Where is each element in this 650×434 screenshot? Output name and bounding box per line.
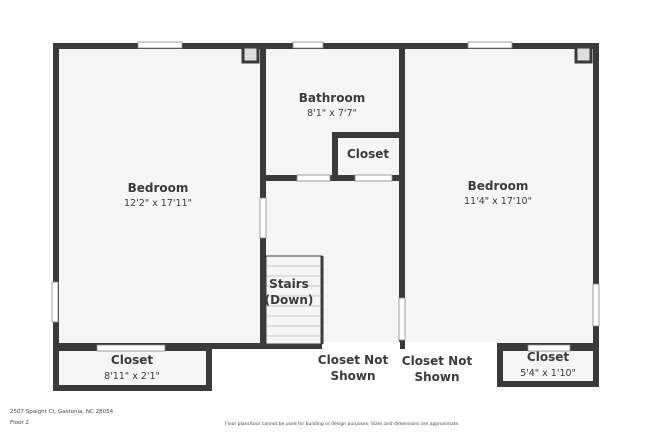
room-dimensions: 5'4" x 1'10"	[520, 368, 576, 379]
room-label: Bathroom	[299, 91, 365, 105]
door-opening	[398, 297, 406, 341]
room-dimensions: 8'11" x 2'1"	[104, 371, 160, 382]
room-dimensions: 8'1" x 7'7"	[307, 108, 357, 119]
door-opening	[259, 197, 267, 239]
door-opening	[96, 344, 166, 352]
floor-label: Floor 2	[10, 420, 29, 426]
window	[592, 283, 600, 327]
window	[137, 41, 183, 49]
stairs-label: Stairs	[269, 277, 309, 291]
room-closet-right	[497, 345, 599, 387]
closet-not-shown-label: Closet Not	[402, 354, 473, 368]
room-dimensions: 12'2" x 17'11"	[124, 198, 192, 209]
room-label: Closet	[347, 147, 389, 161]
room-label: Closet	[527, 350, 569, 364]
stairs-label: (Down)	[265, 293, 314, 307]
door-opening	[296, 174, 331, 182]
room-closet-left	[53, 345, 212, 391]
door-opening	[527, 344, 571, 352]
door-opening	[354, 174, 393, 182]
room-label: Closet	[111, 353, 153, 367]
room-dimensions: 11'4" x 17'10"	[464, 196, 532, 207]
room-label: Bedroom	[468, 179, 529, 193]
address: 2507 Spaight Ct, Gastonia, NC 28054	[10, 409, 114, 415]
closet-not-shown-label: Closet Not	[318, 353, 389, 367]
room-bedroom-left	[53, 43, 266, 349]
vent-icon	[574, 45, 593, 64]
closet-not-shown-label: Shown	[414, 370, 459, 384]
vent-icon	[241, 45, 260, 64]
room-label: Bedroom	[128, 181, 189, 195]
window	[292, 41, 324, 49]
window	[467, 41, 513, 49]
disclaimer: Floor plans/tour cannot be used for buil…	[225, 422, 460, 427]
window	[51, 281, 59, 323]
closet-not-shown-label: Shown	[330, 369, 375, 383]
stairs	[265, 255, 324, 345]
